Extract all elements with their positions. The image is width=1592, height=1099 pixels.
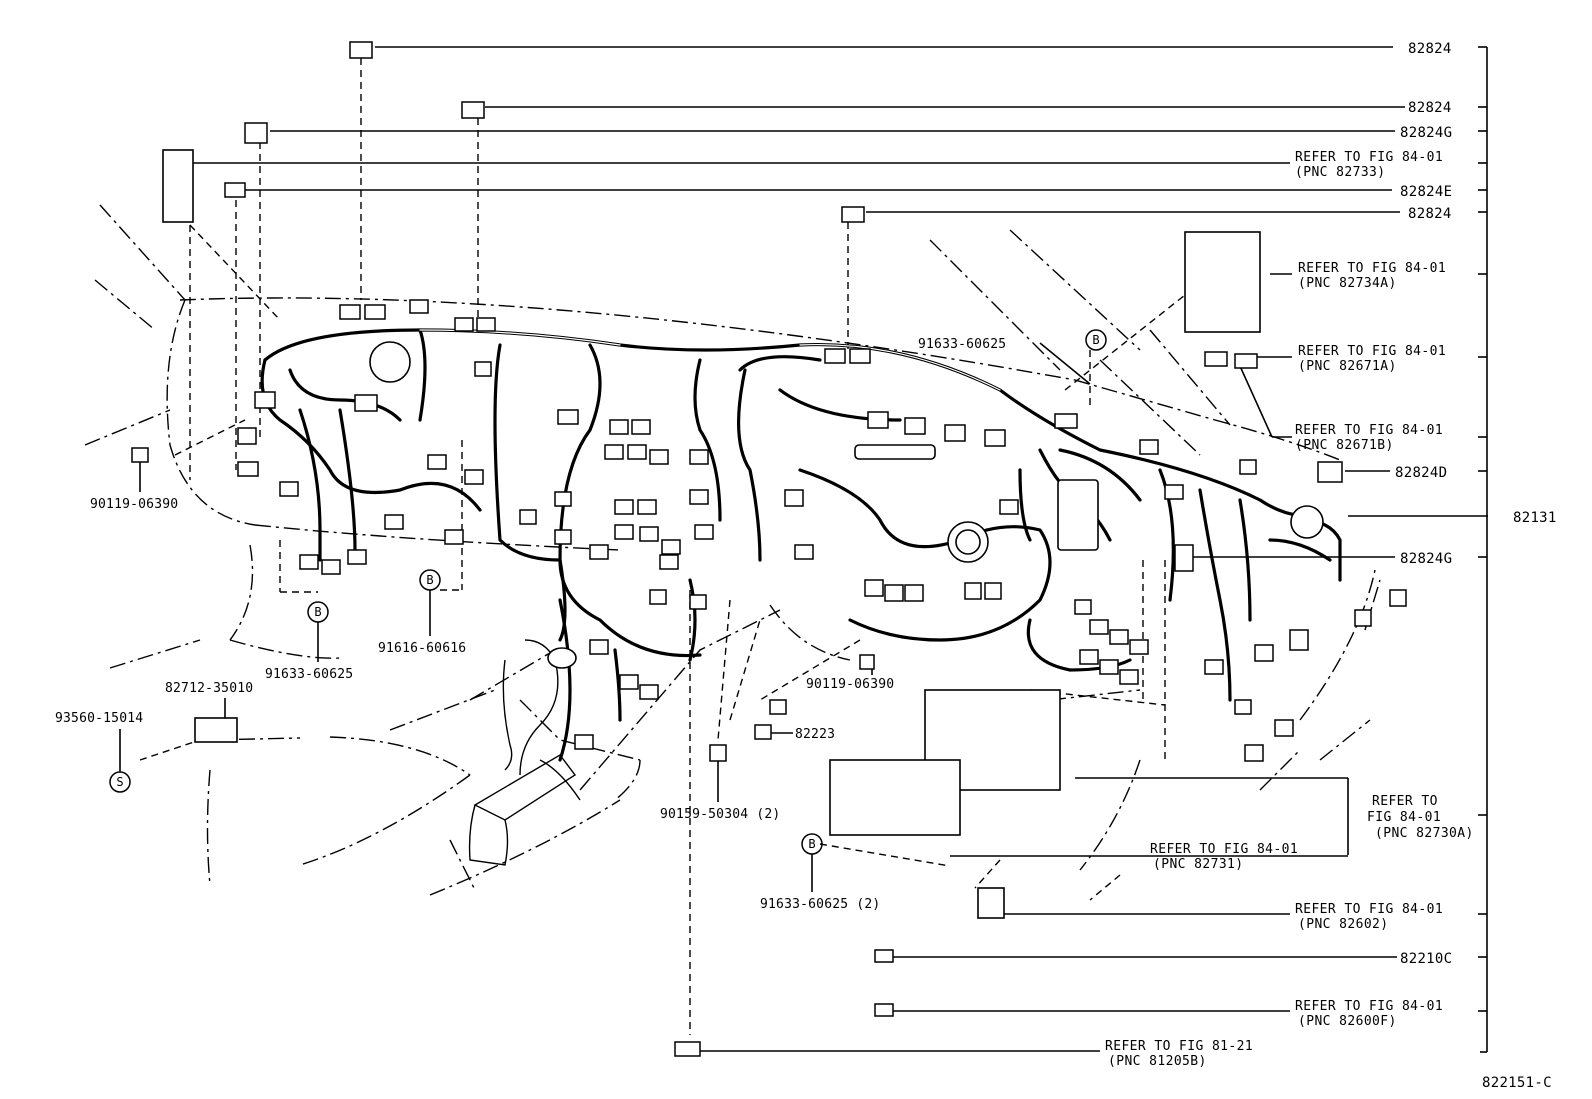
grommet-left-icon [369, 341, 411, 383]
connector-82671a-icon [1204, 351, 1228, 367]
connector-82824g-lower-icon [1174, 544, 1194, 572]
callout-93560-15014: 93560-15014 [55, 711, 143, 726]
callout-82824-second: 82824 [1408, 100, 1452, 116]
part-81205b-icon [674, 1041, 701, 1057]
relay-82602-icon [977, 887, 1005, 919]
connector-82824d-icon [1317, 461, 1343, 483]
connector-82824-top-icon [349, 41, 373, 59]
callout-refer-81205b-line1: REFER TO FIG 81-21 [1105, 1039, 1253, 1054]
callout-labels-right: 82824 82824 82824G REFER TO FIG 84-01 (P… [1105, 41, 1557, 1091]
junction-block-82734a-icon [1184, 231, 1261, 333]
grommet-right-icon [1290, 505, 1324, 539]
callout-82223: 82223 [795, 727, 835, 742]
callout-91633-60625-top: 91633-60625 [918, 337, 1006, 352]
callout-refer-82600f-line2: (PNC 82600F) [1298, 1014, 1397, 1029]
connector-82824-third-icon [841, 206, 865, 223]
svg-text:B: B [426, 573, 433, 587]
connector-82223-icon [754, 724, 772, 740]
connector-bar-icon [854, 444, 936, 460]
bracket-82712-icon [194, 717, 238, 743]
callout-refer-82731-line1: REFER TO FIG 84-01 [1150, 842, 1298, 857]
callout-refer-82602-line1: REFER TO FIG 84-01 [1295, 902, 1443, 917]
callout-refer-82600f-line1: REFER TO FIG 84-01 [1295, 999, 1443, 1014]
svg-text:B: B [808, 837, 815, 851]
callout-refer-82731-line2: (PNC 82731) [1153, 857, 1244, 872]
callout-91633-60625-bottom: 91633-60625 (2) [760, 897, 880, 912]
callout-82824-top: 82824 [1408, 41, 1452, 57]
dashboard-outline [84, 204, 1381, 896]
bolt-90119-left-icon [131, 447, 149, 463]
marker-s: S [109, 771, 131, 793]
connector-82600f-icon [874, 1003, 894, 1017]
marker-b-bottom: B [801, 833, 823, 855]
callout-refer-82671b-line1: REFER TO FIG 84-01 [1295, 423, 1443, 438]
ecu-82731-icon [829, 759, 961, 836]
connector-82671b-icon [1234, 353, 1258, 369]
connector-82824-second-icon [461, 101, 485, 119]
callout-refer-82671a-line1: REFER TO FIG 84-01 [1298, 344, 1446, 359]
marker-b-top: B [1085, 329, 1107, 351]
svg-text:B: B [1092, 333, 1099, 347]
connectors [131, 41, 1407, 1057]
callout-bracket [193, 46, 1488, 1053]
marker-b-left: B [307, 601, 329, 623]
relay-block-icon [1057, 479, 1099, 551]
callout-labels-inner: 91633-60625 90119-06390 91633-60625 9161… [55, 337, 1091, 912]
callout-refer-82734a-line1: REFER TO FIG 84-01 [1298, 261, 1446, 276]
connector-82824e-icon [224, 182, 246, 198]
callout-82131: 82131 [1513, 510, 1557, 526]
callout-82210c: 82210C [1400, 951, 1452, 967]
callout-refer-82730a-line2: FIG 84-01 [1367, 810, 1441, 825]
callout-82712-35010: 82712-35010 [165, 681, 253, 696]
callout-91616-60616: 91616-60616 [378, 641, 466, 656]
callout-refer-82602-line2: (PNC 82602) [1298, 917, 1389, 932]
callout-90119-06390-left: 90119-06390 [90, 497, 178, 512]
callout-refer-82733-line1: REFER TO FIG 84-01 [1295, 150, 1443, 165]
callout-refer-81205b-line2: (PNC 81205B) [1108, 1054, 1207, 1069]
screw-90159-icon [709, 744, 727, 762]
svg-text:S: S [116, 775, 123, 789]
marker-b-middle: B [419, 569, 441, 591]
connector-82210c-icon [874, 949, 894, 963]
callout-82824-third: 82824 [1408, 206, 1452, 222]
callout-90159-50304: 90159-50304 (2) [660, 807, 780, 822]
callout-refer-82734a-line2: (PNC 82734A) [1298, 276, 1397, 291]
console-shifter [468, 639, 581, 866]
svg-text:B: B [314, 605, 321, 619]
callout-refer-82730a-line1: REFER TO [1372, 794, 1438, 809]
harness-wires [260, 328, 1342, 762]
figure-code: 822151-C [1482, 1075, 1552, 1091]
callout-refer-82671a-line2: (PNC 82671A) [1298, 359, 1397, 374]
callout-90119-06390-mid: 90119-06390 [806, 677, 894, 692]
callout-82824g-lower: 82824G [1400, 551, 1452, 567]
grommet-center-inner-icon [955, 529, 981, 555]
callout-82824g-upper: 82824G [1400, 125, 1452, 141]
bolt-90119-mid-icon [859, 654, 875, 670]
callout-refer-82671b-line2: (PNC 82671B) [1295, 438, 1394, 453]
clip-bracket-icon [162, 149, 194, 223]
callout-82824d: 82824D [1395, 465, 1447, 481]
connector-82824g-icon [244, 122, 268, 144]
callout-refer-82730a-line3: (PNC 82730A) [1375, 826, 1474, 841]
callout-refer-82733-line2: (PNC 82733) [1295, 165, 1386, 180]
callout-91633-60625-left: 91633-60625 [265, 667, 353, 682]
guide-lines [139, 58, 1186, 1035]
callout-82824e: 82824E [1400, 184, 1452, 200]
